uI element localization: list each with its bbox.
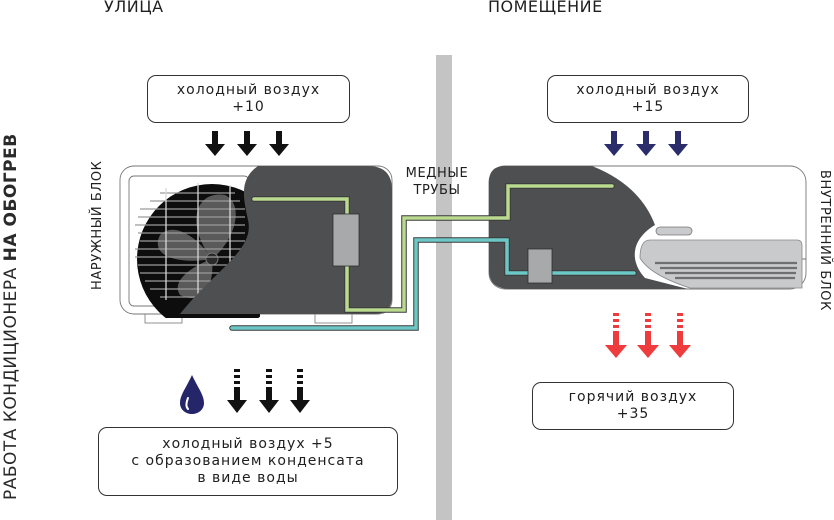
copper-pipes-label: МЕДНЫЕ ТРУБЫ — [392, 165, 482, 199]
arrow-down-icon — [668, 131, 688, 156]
outdoor-intake-temp: +10 — [232, 99, 265, 115]
outdoor-unit-body — [180, 166, 392, 314]
dashed-arrow-down-icon — [227, 369, 247, 413]
arrow-down-icon — [237, 131, 257, 156]
pipes-label-line1: МЕДНЫЕ — [405, 166, 469, 181]
wall-divider — [436, 55, 452, 520]
indoor-exhaust-box: горячий воздух +35 — [532, 382, 734, 430]
dashed-arrow-down-icon — [637, 313, 659, 358]
indoor-intake-temp: +15 — [631, 99, 665, 115]
outdoor-exhaust-arrows — [227, 369, 310, 413]
outdoor-intake-text: холодный воздух — [176, 82, 321, 98]
outdoor-intake-box: холодный воздух +10 — [147, 75, 350, 123]
arrow-down-icon — [205, 131, 225, 156]
dashed-arrow-down-icon — [669, 313, 691, 358]
dashed-arrow-down-icon — [290, 369, 310, 413]
indoor-intake-box: холодный воздух +15 — [547, 75, 749, 123]
outdoor-exhaust-water: в виде воды — [197, 470, 299, 486]
indoor-exhaust-arrows — [605, 313, 691, 358]
dashed-arrow-down-icon — [259, 369, 279, 413]
outdoor-unit — [119, 165, 393, 324]
outdoor-intake-arrows — [205, 131, 289, 156]
fan-grille — [135, 183, 245, 305]
zone-label-outside: УЛИЦА — [104, 0, 164, 16]
indoor-exhaust-text: горячий воздух — [568, 389, 698, 405]
arrow-down-icon — [604, 131, 624, 156]
arrow-down-icon — [636, 131, 656, 156]
indoor-unit-label: ВНУТРЕННИЙ БЛОК — [817, 170, 832, 311]
indoor-louvers — [655, 261, 797, 280]
outdoor-exhaust-text: холодный воздух +5 — [162, 436, 334, 452]
dashed-arrow-down-icon — [605, 313, 627, 358]
outdoor-unit-label: НАРУЖНЫЙ БЛОК — [90, 160, 105, 291]
water-drop-icon — [180, 375, 204, 414]
indoor-intake-arrows — [604, 131, 688, 156]
pipes-label-line2: ТРУБЫ — [413, 183, 461, 198]
indoor-intake-text: холодный воздух — [576, 82, 720, 98]
indoor-exhaust-temp: +35 — [616, 406, 650, 422]
outdoor-exhaust-condensate: с образованием конденсата — [131, 453, 365, 469]
arrow-down-icon — [269, 131, 289, 156]
outdoor-exhaust-box: холодный воздух +5 с образованием конден… — [98, 427, 398, 496]
zone-label-inside: ПОМЕЩЕНИЕ — [488, 0, 603, 16]
